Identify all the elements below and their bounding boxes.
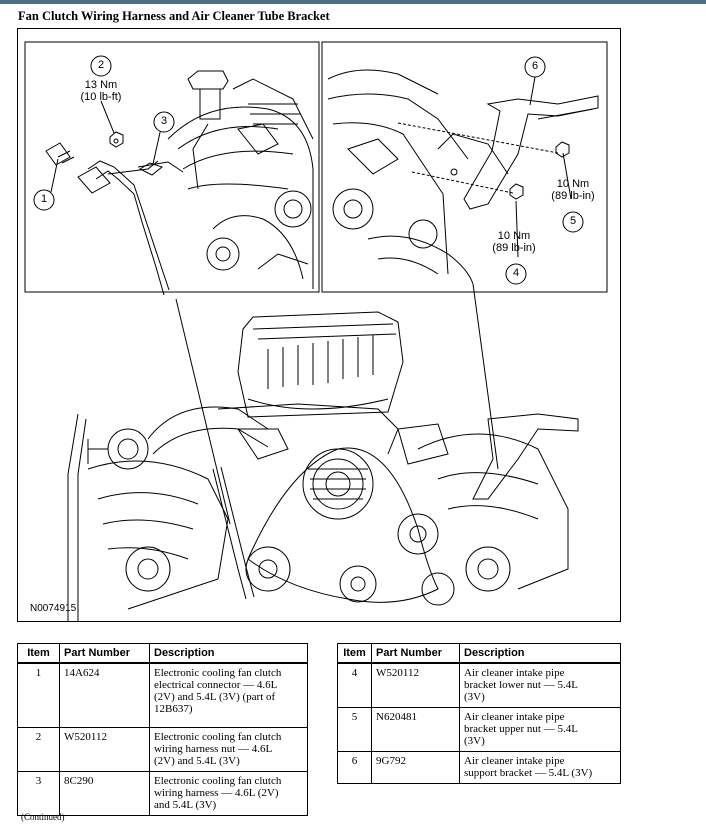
- col-header-item: Item: [17, 643, 60, 664]
- part-description: Air cleaner intake pipe bracket lower nu…: [459, 662, 621, 708]
- callout-3: 3: [160, 115, 168, 127]
- part-number: N620481: [371, 706, 460, 752]
- torque-label-2: 13 Nm (10 lb-ft): [71, 79, 131, 103]
- part-number: W520112: [371, 662, 460, 708]
- table-row: 2 W520112 Electronic cooling fan clutch …: [17, 726, 308, 772]
- leader-6: [529, 76, 536, 106]
- torque-5-lbin: (89 lb-in): [551, 190, 595, 202]
- leader-5: [562, 152, 572, 200]
- parts-table-right: Item Part Number Description 4 W520112 A…: [337, 643, 621, 784]
- callout-circle-4: [505, 263, 527, 285]
- engine-illustration: 2 3 1 6 5 4 13 Nm (10 lb-ft) 10 Nm (89 l…: [17, 28, 621, 622]
- col-header-description: Description: [149, 643, 308, 664]
- table-header-row: Item Part Number Description: [17, 643, 308, 664]
- col-header-part-number: Part Number: [59, 643, 150, 664]
- leader-2: [100, 100, 115, 134]
- torque-2-nm: 13 Nm: [84, 79, 118, 91]
- table-header-row: Item Part Number Description: [337, 643, 621, 664]
- part-description: Air cleaner intake pipe support bracket …: [459, 750, 621, 784]
- item-number: 4: [337, 662, 372, 708]
- table-row: 1 14A624 Electronic cooling fan clutch e…: [17, 662, 308, 728]
- callout-circle-6: [524, 56, 546, 78]
- right-inset-bracket-sketch: [327, 69, 599, 285]
- top-accent-bar: [0, 0, 706, 4]
- left-detail-inset: [24, 41, 320, 293]
- item-number: 1: [17, 662, 60, 728]
- torque-2-lbft: (10 lb-ft): [80, 91, 122, 103]
- torque-4-lbin: (89 lb-in): [492, 242, 536, 254]
- torque-label-4: 10 Nm (89 lb-in): [484, 230, 544, 254]
- part-number: 14A624: [59, 662, 150, 728]
- leader-4: [515, 200, 519, 258]
- table-row: 6 9G792 Air cleaner intake pipe support …: [337, 750, 621, 784]
- item-number: 3: [17, 770, 60, 816]
- part-number: W520112: [59, 726, 150, 772]
- part-description: Electronic cooling fan clutch electrical…: [149, 662, 308, 728]
- main-engine-sketch: [67, 283, 579, 621]
- part-description: Electronic cooling fan clutch wiring har…: [149, 726, 308, 772]
- callout-circle-2: [90, 55, 112, 77]
- callout-circle-1: [33, 189, 55, 211]
- col-header-part-number: Part Number: [371, 643, 460, 664]
- left-inset-engine-sketch: [45, 70, 314, 296]
- leader-3: [152, 127, 162, 165]
- torque-4-nm: 10 Nm: [497, 230, 531, 242]
- table-row: 3 8C290 Electronic cooling fan clutch wi…: [17, 770, 308, 816]
- item-number: 5: [337, 706, 372, 752]
- callout-4: 4: [512, 267, 520, 279]
- torque-5-nm: 10 Nm: [556, 178, 590, 190]
- callout-1: 1: [40, 193, 48, 205]
- col-header-description: Description: [459, 643, 621, 664]
- leader-1: [50, 158, 59, 193]
- part-description: Air cleaner intake pipe bracket upper nu…: [459, 706, 621, 752]
- col-header-item: Item: [337, 643, 372, 664]
- page-title: Fan Clutch Wiring Harness and Air Cleane…: [18, 9, 330, 23]
- callout-5: 5: [569, 215, 577, 227]
- item-number: 2: [17, 726, 60, 772]
- torque-label-5: 10 Nm (89 lb-in): [543, 178, 603, 202]
- part-number: 8C290: [59, 770, 150, 816]
- table-row: 5 N620481 Air cleaner intake pipe bracke…: [337, 706, 621, 752]
- callout-circle-3: [153, 111, 175, 133]
- table-row: 4 W520112 Air cleaner intake pipe bracke…: [337, 662, 621, 708]
- figure-code: N0074915: [30, 603, 77, 614]
- part-number: 9G792: [371, 750, 460, 784]
- callout-6: 6: [531, 60, 539, 72]
- right-detail-inset: [321, 41, 608, 293]
- callout-2: 2: [97, 59, 105, 71]
- part-description: Electronic cooling fan clutch wiring har…: [149, 770, 308, 816]
- parts-table-left: Item Part Number Description 1 14A624 El…: [17, 643, 308, 816]
- continued-note: (Continued): [21, 812, 65, 822]
- item-number: 6: [337, 750, 372, 784]
- callout-circle-5: [562, 211, 584, 233]
- engine-drawing: [24, 41, 608, 621]
